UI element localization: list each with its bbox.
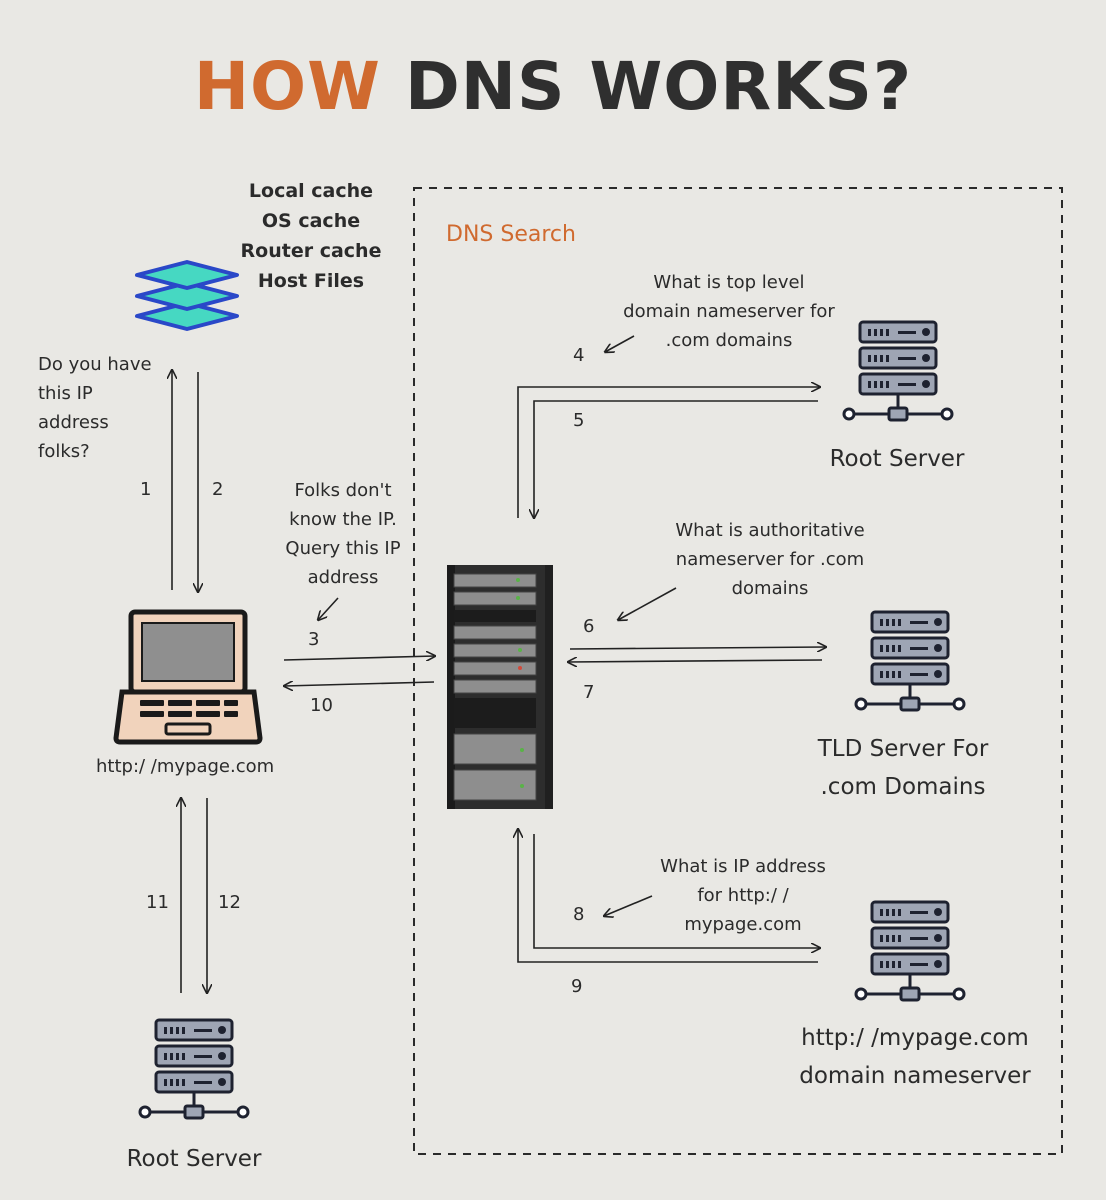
laptop-icon bbox=[113, 609, 263, 745]
question-dont-know: Folks don't know the IP. Query this IP a… bbox=[272, 476, 414, 592]
resolver-server-icon bbox=[447, 565, 553, 809]
dns-search-boundary bbox=[413, 187, 1063, 1155]
server-label-line: Root Server bbox=[829, 446, 965, 472]
step-number: 2 bbox=[212, 479, 224, 500]
root-server-top-label: Root Server bbox=[800, 440, 994, 478]
question-line: for http:/ / bbox=[697, 885, 789, 906]
question-line: .com domains bbox=[665, 330, 793, 351]
server-label-line: TLD Server For bbox=[817, 736, 989, 762]
question-have-ip: Do you have this IP address folks? bbox=[38, 350, 152, 466]
question-line: this IP bbox=[38, 383, 93, 404]
step-number: 7 bbox=[583, 682, 595, 703]
authoritative-server-label: http:/ /mypage.com domain nameserver bbox=[780, 1019, 1050, 1095]
step-number: 1 bbox=[140, 479, 152, 500]
question-line: domains bbox=[731, 578, 809, 599]
cache-item: Host Files bbox=[257, 270, 365, 292]
dns-search-label: DNS Search bbox=[446, 222, 576, 247]
question-line: Folks don't bbox=[294, 480, 392, 501]
question-authoritative: What is authoritative nameserver for .co… bbox=[650, 516, 890, 603]
root-server-bottom-icon bbox=[138, 1018, 250, 1120]
server-label-line: http:/ /mypage.com bbox=[801, 1025, 1029, 1051]
tld-server-label: TLD Server For .com Domains bbox=[790, 730, 1016, 806]
root-server-top-icon bbox=[842, 320, 954, 422]
question-line: Do you have bbox=[38, 354, 152, 375]
cache-item: Local cache bbox=[248, 180, 374, 202]
title-rest: DNS WORKS? bbox=[404, 48, 913, 125]
question-line: What is IP address bbox=[660, 856, 826, 877]
step-number: 9 bbox=[571, 976, 583, 997]
question-line: address bbox=[38, 412, 109, 433]
flow-arrows bbox=[172, 335, 826, 993]
question-ip: What is IP address for http:/ / mypage.c… bbox=[650, 852, 836, 939]
question-line: What is authoritative bbox=[675, 520, 865, 541]
title-highlight: HOW bbox=[193, 48, 381, 125]
server-label-line: domain nameserver bbox=[799, 1063, 1031, 1089]
server-label-line: Root Server bbox=[126, 1146, 262, 1172]
layers-icon bbox=[135, 260, 239, 331]
question-line: domain nameserver for bbox=[623, 301, 835, 322]
step-number: 6 bbox=[583, 616, 595, 637]
cache-item: Router cache bbox=[240, 240, 382, 262]
step-number: 11 bbox=[146, 892, 169, 913]
cache-list: Local cache OS cache Router cache Host F… bbox=[236, 176, 386, 296]
question-line: Query this IP bbox=[285, 538, 401, 559]
question-line: know the IP. bbox=[289, 509, 397, 530]
server-label-line: .com Domains bbox=[820, 774, 986, 800]
step-number: 4 bbox=[573, 345, 585, 366]
cache-item: OS cache bbox=[261, 210, 361, 232]
tld-server-icon bbox=[854, 610, 966, 712]
page-title: HOW DNS WORKS? bbox=[0, 48, 1106, 125]
authoritative-server-icon bbox=[854, 900, 966, 1002]
step-number: 8 bbox=[573, 904, 585, 925]
client-url: http:/ /mypage.com bbox=[96, 756, 275, 777]
question-line: What is top level bbox=[653, 272, 805, 293]
question-line: folks? bbox=[38, 441, 90, 462]
step-number: 5 bbox=[573, 410, 585, 431]
question-line: nameserver for .com bbox=[675, 549, 865, 570]
root-server-bottom-label: Root Server bbox=[100, 1140, 288, 1178]
question-line: address bbox=[307, 567, 379, 588]
question-tld: What is top level domain nameserver for … bbox=[598, 268, 860, 355]
step-number: 10 bbox=[310, 695, 333, 716]
step-number: 3 bbox=[308, 629, 320, 650]
step-number: 12 bbox=[218, 892, 241, 913]
question-line: mypage.com bbox=[684, 914, 802, 935]
